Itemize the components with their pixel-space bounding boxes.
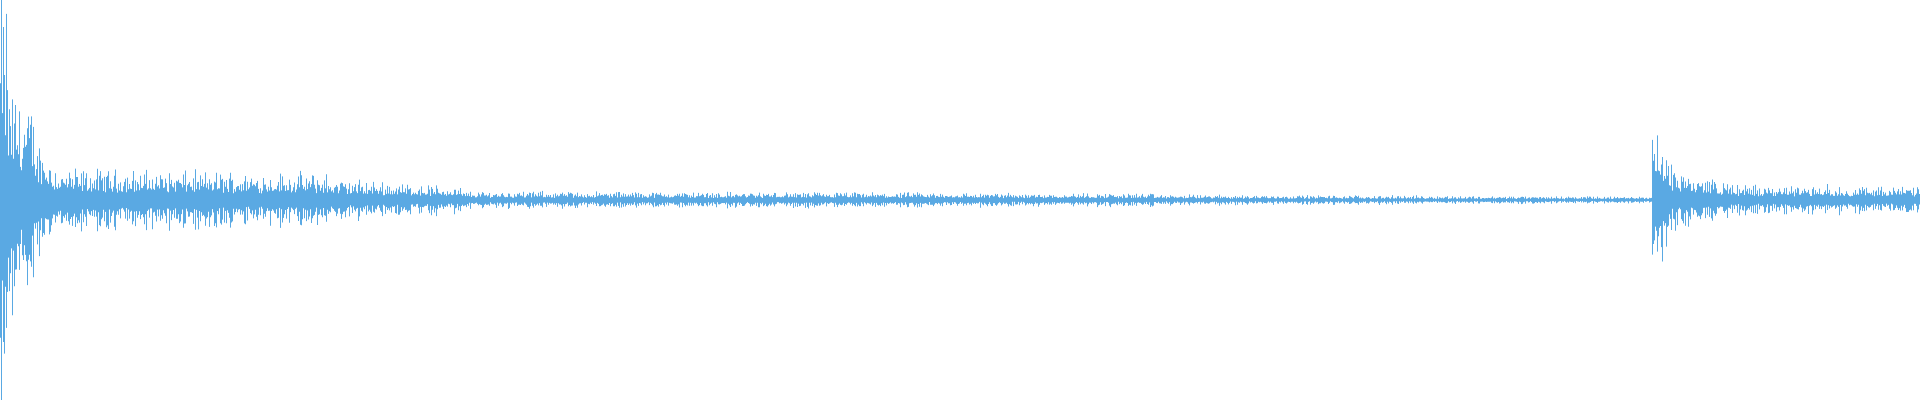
audio-waveform-view[interactable] <box>0 0 1920 400</box>
waveform-samples <box>0 0 1920 400</box>
audio-waveform[interactable] <box>0 0 1920 400</box>
waveform-trace <box>0 0 1920 400</box>
